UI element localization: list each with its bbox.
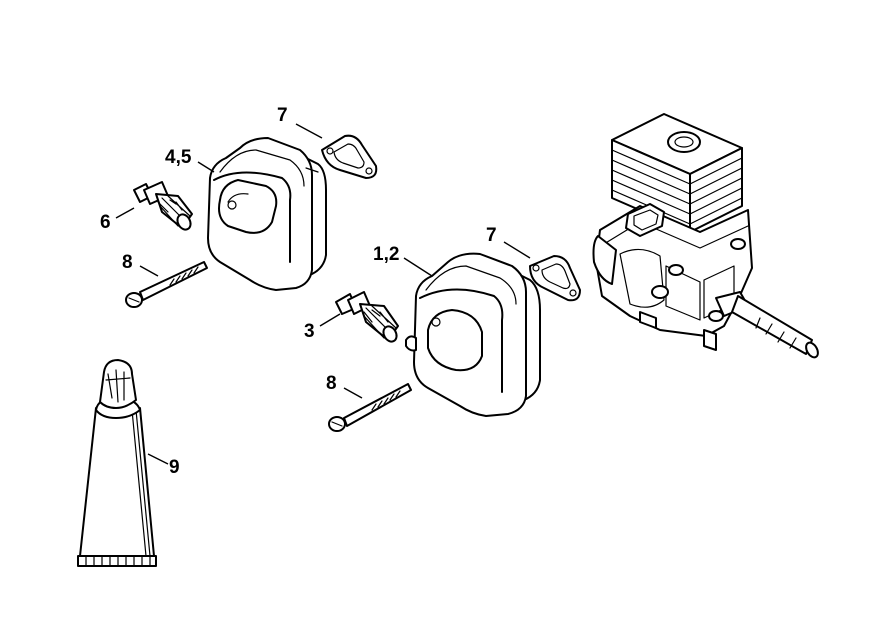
callout-gasket-lower: 7 <box>486 225 497 246</box>
callout-spark-arrestor-upper: 6 <box>100 212 111 233</box>
callout-gasket-upper: 7 <box>277 105 288 126</box>
leader-muffler-upper <box>197 161 215 173</box>
callout-muffler-upper: 4,5 <box>165 147 192 168</box>
muffler-lower <box>405 252 541 417</box>
leader-spark-arrestor-lower <box>319 313 341 327</box>
screw-upper <box>125 261 208 308</box>
callout-muffler-lower: 1,2 <box>373 244 399 265</box>
screw-lower <box>328 383 412 432</box>
engine-assembly <box>592 113 819 359</box>
muffler-upper <box>207 137 327 291</box>
paste-tube <box>77 359 157 567</box>
leader-screw-lower <box>343 387 363 399</box>
callout-paste-tube: 9 <box>169 457 180 478</box>
spark-arrestor-lower <box>335 291 399 343</box>
leader-screw-upper <box>139 265 159 277</box>
leader-gasket-upper <box>295 123 323 139</box>
leader-muffler-lower <box>403 257 433 277</box>
gasket-upper <box>321 134 378 179</box>
callout-spark-arrestor-lower: 3 <box>304 321 315 342</box>
gasket-lower <box>529 255 581 302</box>
spark-arrestor-upper <box>133 181 193 231</box>
leader-spark-arrestor-upper <box>115 207 135 219</box>
callout-screw-lower: 8 <box>326 373 337 394</box>
leader-gasket-lower <box>503 241 531 259</box>
leader-paste-tube <box>147 453 169 465</box>
callout-screw-upper: 8 <box>122 252 133 273</box>
